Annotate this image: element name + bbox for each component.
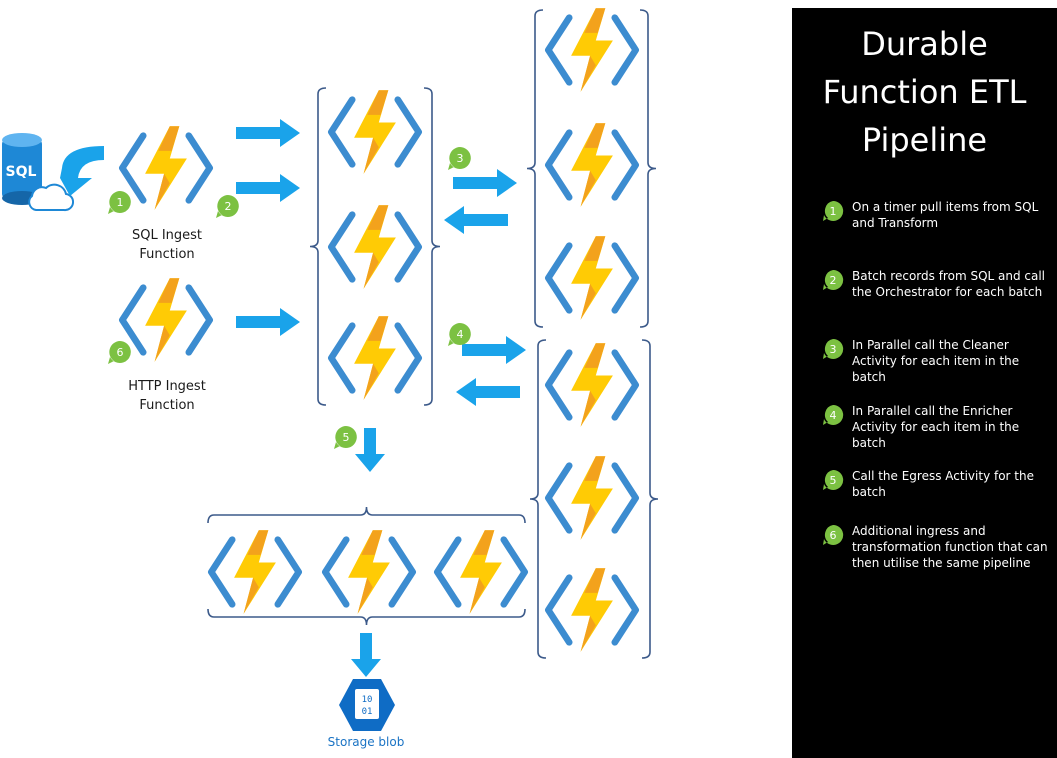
http-ingest-label: HTTP Ingest Function [112,377,222,415]
storage-icon-text: 01 [362,707,373,717]
egress-bracket-bottom [207,608,526,626]
step-badge-number: 1 [830,205,837,218]
cleaner-bracket-left [526,9,544,328]
orchestrator-bracket-right [423,87,441,406]
egress-function-icon-1 [211,530,298,614]
enricher-bracket-right [641,339,659,659]
legend-title-line: Durable [861,25,988,63]
step-badge-number: 4 [830,409,837,422]
step-1-badge: 1 [108,191,131,214]
legend-step-text: Batch records from SQL and call the Orch… [852,269,1046,299]
orchestrator-function-icon-3 [331,316,418,400]
step-badge-number: 2 [225,200,232,213]
ingest-arrow-3 [236,308,300,336]
http-ingest-function-icon [122,278,209,362]
step-badge-number: 5 [343,431,350,444]
ingest-arrow-2 [236,174,300,202]
step-badge-number: 2 [830,274,837,287]
step-1-badge-icon: 1 [823,200,844,221]
storage-blob-label: Storage blob [327,735,405,749]
sql-ingest-label: SQL Ingest Function [112,226,222,264]
step-5-badge-icon: 5 [823,469,844,490]
egress-bracket-top [207,506,526,524]
sql-ingest-label-line2: Function [139,247,195,262]
egress-function-icon-2 [325,530,412,614]
cleaner-bracket-right [639,9,657,328]
step-badge-number: 4 [457,328,464,341]
enricher-bracket-left [529,339,547,659]
legend-step-text: On a timer pull items from SQL and Trans… [852,200,1039,230]
step-5-badge: 5 [334,426,357,449]
storage-icon-text: 10 [362,695,373,705]
step-4-badge: 4 [448,323,471,346]
step-badge-number: 3 [457,152,464,165]
enricher-function-icon-2 [548,456,635,540]
sql-ingest-function-icon [122,126,209,210]
step-2-badge-icon: 2 [823,269,844,290]
step-badge-number: 6 [117,346,124,359]
enricher-function-icon-1 [548,343,635,427]
legend-title-line: Pipeline [861,121,988,159]
egress-function-icon-3 [437,530,524,614]
step-badge-number: 6 [830,529,837,542]
enricher-function-icon-3 [548,568,635,652]
step-badge-number: 1 [117,196,124,209]
legend-step-text: Call the Egress Activity for the batch [852,469,1034,499]
step-3-badge: 3 [448,147,471,170]
orchestrator-function-icon-1 [331,90,418,174]
legend-step-text: In Parallel call the Cleaner Activity fo… [852,338,1020,384]
cleaner-arrow-out [453,169,517,197]
orchestrator-function-icon-2 [331,205,418,289]
cleaner-function-icon-2 [548,123,635,207]
http-ingest-label-line1: HTTP Ingest [128,379,206,394]
refresh-arrow-icon [60,146,104,196]
egress-arrow-down [355,428,385,472]
enricher-arrow-out [462,336,526,364]
sql-database-icon: SQL [2,133,75,212]
cleaner-function-icon-3 [548,236,635,320]
legend-title: Durable Function ETL Pipeline [792,20,1057,164]
sql-icon-text: SQL [6,164,37,180]
storage-arrow-down [351,633,381,677]
step-3-badge-icon: 3 [823,338,844,359]
legend-panel: Durable Function ETL Pipeline 1 On a time… [792,8,1057,758]
cleaner-function-icon-1 [548,8,635,92]
enricher-arrow-back [456,378,520,406]
http-ingest-label-line2: Function [139,398,195,413]
sql-ingest-label-line1: SQL Ingest [131,228,203,243]
legend-step-text: In Parallel call the Enricher Activity f… [852,404,1020,450]
cleaner-arrow-back [444,206,508,234]
orchestrator-bracket-left [309,87,327,406]
step-badge-number: 3 [830,343,837,356]
step-6-badge: 6 [108,341,131,364]
step-6-badge-icon: 6 [823,524,844,545]
step-2-badge: 2 [216,195,239,218]
ingest-arrow-1 [236,119,300,147]
legend-title-line: Function ETL [822,73,1027,111]
step-4-badge-icon: 4 [823,404,844,425]
step-badge-number: 5 [830,474,837,487]
legend-step-text: Additional ingress and transformation fu… [852,524,1048,570]
